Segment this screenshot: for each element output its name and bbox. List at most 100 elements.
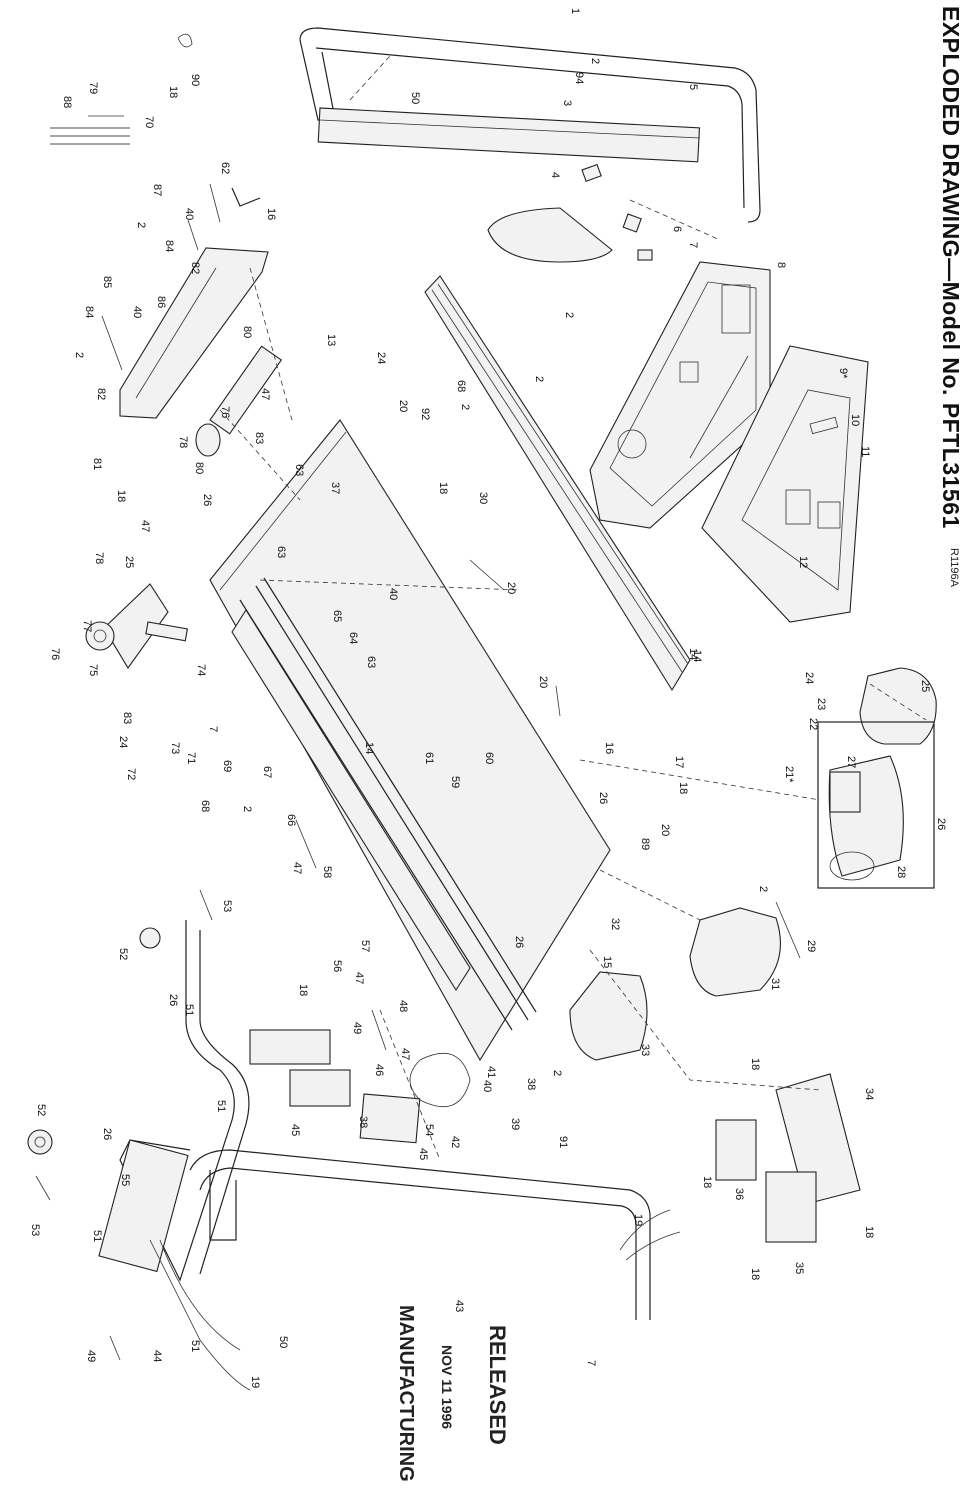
callout-label: 74 — [195, 664, 207, 676]
callout-label: 24 — [117, 736, 129, 748]
callout-label: 49 — [85, 1350, 97, 1362]
callout-label: 80 — [193, 462, 205, 474]
callout-label: 9* — [837, 368, 849, 379]
callout-label: 26 — [935, 818, 947, 830]
callout-label: 46 — [373, 1064, 385, 1076]
callout-label: 14 — [691, 650, 703, 662]
callout-label: 41 — [485, 1066, 497, 1078]
callout-label: 45 — [417, 1148, 429, 1160]
callout-label: 67 — [261, 766, 273, 778]
callout-label: 36 — [733, 1188, 745, 1200]
callout-label: 47 — [259, 388, 271, 400]
callout-label: 13 — [325, 334, 337, 346]
callout-label: 51 — [215, 1100, 227, 1112]
side-rail-upper — [424, 275, 691, 692]
callout-label: 77 — [81, 620, 93, 632]
callout-label: 63 — [275, 546, 287, 558]
callout-label: 2 — [563, 312, 575, 318]
callout-label: 26 — [513, 936, 525, 948]
callout-label: 2 — [551, 1070, 563, 1076]
callout-label: 43 — [453, 1300, 465, 1312]
callout-label: 71 — [185, 752, 197, 764]
callout-label: 18 — [749, 1268, 761, 1280]
callout-label: 7 — [585, 1360, 597, 1366]
callout-label: 26 — [201, 494, 213, 506]
callout-label: 1 — [569, 8, 581, 14]
callout-label: 24 — [803, 672, 815, 684]
callout-label: 47 — [291, 862, 303, 874]
callout-label: 70 — [143, 116, 155, 128]
callout-label: 50 — [409, 92, 421, 104]
release-stamp: RELEASED MANUFACTURING NOV 11 1996 — [395, 1305, 510, 1482]
callout-label: 12 — [797, 556, 809, 568]
rear-roller — [85, 345, 283, 670]
callout-label: 4 — [549, 172, 561, 178]
callout-label: 44 — [151, 1350, 163, 1362]
callout-label: 37 — [329, 482, 341, 494]
callout-label: 81 — [91, 458, 103, 470]
callout-label: 28 — [895, 866, 907, 878]
callout-label: 33 — [639, 1044, 651, 1056]
callout-label: 72 — [125, 768, 137, 780]
callout-label: 63 — [293, 464, 305, 476]
callout-label: 2 — [135, 222, 147, 228]
callout-label: 26 — [101, 1128, 113, 1140]
callout-label: 80 — [241, 326, 253, 338]
callout-label: 52 — [35, 1104, 47, 1116]
callout-label: 27 — [845, 756, 857, 768]
callout-label: 83 — [253, 432, 265, 444]
callout-label: 22 — [807, 718, 819, 730]
callout-label: 40 — [387, 588, 399, 600]
callout-label: 2 — [459, 404, 471, 410]
callout-label: 40 — [481, 1080, 493, 1092]
callout-label: 85 — [101, 276, 113, 288]
callout-label: 59 — [449, 776, 461, 788]
assembly-lines — [219, 55, 821, 1161]
callout-label: 25 — [123, 556, 135, 568]
callout-label: 5 — [687, 84, 699, 90]
callout-label: 76 — [219, 406, 231, 418]
callout-label: 61 — [423, 752, 435, 764]
callout-label: 68 — [199, 800, 211, 812]
callout-label: 65 — [331, 610, 343, 622]
callout-label: 10 — [849, 414, 861, 426]
callout-label: 91 — [557, 1136, 569, 1148]
callout-label: 79 — [87, 82, 99, 94]
callout-label: 40 — [131, 306, 143, 318]
callout-label: 20 — [659, 824, 671, 836]
callout-label: 78 — [177, 436, 189, 448]
callout-label: 47 — [139, 520, 151, 532]
callout-label: 42 — [449, 1136, 461, 1148]
callout-label: 2 — [589, 58, 601, 64]
callout-label: 15 — [601, 956, 613, 968]
callout-label: 18 — [677, 782, 689, 794]
callout-label: 18 — [701, 1176, 713, 1188]
callout-label: 68 — [455, 380, 467, 392]
callout-label: 75 — [87, 664, 99, 676]
callout-label: 39 — [509, 1118, 521, 1130]
callout-label: 18 — [167, 86, 179, 98]
base-frame-lower — [98, 920, 651, 1320]
stamp-bottom-text: MANUFACTURING — [395, 1305, 417, 1482]
callout-label: 2 — [533, 376, 545, 382]
callout-label: 66 — [285, 814, 297, 826]
callout-label: 20 — [505, 582, 517, 594]
callout-label: 58 — [321, 866, 333, 878]
callout-label: 19 — [632, 1214, 644, 1226]
callout-labels: 129435504768229*101112149018707988621687… — [29, 8, 947, 1388]
wheels-and-pads — [27, 927, 421, 1155]
callout-label: 52 — [117, 948, 129, 960]
callout-label: 32 — [609, 918, 621, 930]
callout-label: 18 — [437, 482, 449, 494]
callout-label: 62 — [219, 162, 231, 174]
callout-label: 26 — [597, 792, 609, 804]
callout-label: 14 — [687, 648, 699, 660]
callout-label: 16 — [603, 742, 615, 754]
callout-label: 38 — [357, 1116, 369, 1128]
callout-label: 57 — [359, 940, 371, 952]
hardware-fasteners — [35, 33, 801, 1361]
callout-label: 17 — [673, 756, 685, 768]
callout-label: 82 — [95, 388, 107, 400]
callout-label: 38 — [525, 1078, 537, 1090]
